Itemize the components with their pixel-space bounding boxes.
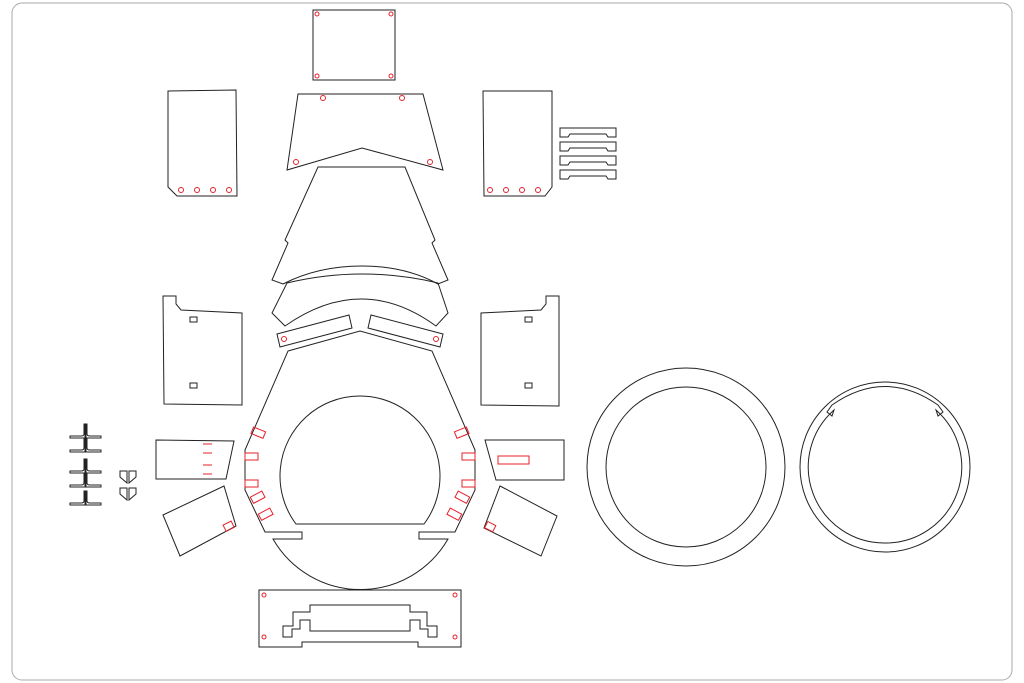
left-top-panel xyxy=(167,89,238,197)
hole xyxy=(261,592,267,598)
left-cheek-outline xyxy=(155,439,235,480)
shield-piece xyxy=(119,470,137,485)
hole xyxy=(452,592,458,598)
right-side-panel xyxy=(480,295,560,407)
hole xyxy=(519,187,525,193)
notched-ring xyxy=(799,381,971,553)
chin-plate-cutout xyxy=(282,604,438,638)
hole xyxy=(226,187,232,193)
right-bar-outline xyxy=(367,314,444,348)
slot-mark xyxy=(222,520,235,533)
bracket-piece xyxy=(85,458,102,474)
top-square-piece xyxy=(312,9,396,81)
bracket-piece xyxy=(85,437,102,453)
hole xyxy=(399,95,405,101)
hole xyxy=(388,11,394,17)
hole xyxy=(314,11,320,17)
slot-mark xyxy=(461,479,476,488)
hole xyxy=(261,634,267,640)
left-bar-outline xyxy=(276,314,353,348)
right-cheek-outline xyxy=(484,439,565,481)
hole xyxy=(178,187,184,193)
slot xyxy=(189,316,198,323)
left-jaw-outline xyxy=(162,485,237,557)
strip xyxy=(559,127,617,138)
strip xyxy=(559,169,617,180)
sheet-border xyxy=(11,2,1013,681)
small-shields xyxy=(119,470,137,502)
slot-mark xyxy=(257,507,274,522)
hole xyxy=(320,95,326,101)
bracket-piece xyxy=(69,423,86,439)
bracket-piece xyxy=(69,437,86,453)
hole xyxy=(293,159,299,165)
hole xyxy=(210,187,216,193)
slot xyxy=(189,382,198,389)
large-ring-inner xyxy=(605,386,767,548)
hole xyxy=(487,187,493,193)
large-ring-outer xyxy=(586,367,786,567)
strip xyxy=(559,141,617,152)
hole xyxy=(503,187,509,193)
slot xyxy=(524,316,533,323)
slot-mark xyxy=(244,479,259,488)
bracket-piece xyxy=(85,423,102,439)
right-side-panel-outline xyxy=(480,295,560,407)
hole xyxy=(427,159,433,165)
hole xyxy=(314,73,320,79)
chin-plate-outline xyxy=(258,589,462,648)
shield-piece xyxy=(119,487,137,502)
slot-mark xyxy=(446,507,463,522)
right-jaw-outline xyxy=(483,485,558,557)
face-opening xyxy=(279,395,441,525)
arch-piece xyxy=(271,273,449,327)
slot-mark xyxy=(453,426,470,439)
face-body-piece xyxy=(244,330,476,591)
right-jaw-piece xyxy=(483,485,558,557)
hole xyxy=(194,187,200,193)
face-body-outline xyxy=(244,330,476,591)
left-jaw-piece xyxy=(162,485,237,557)
top-square-outline xyxy=(312,9,396,81)
left-cheek-piece xyxy=(155,439,235,480)
bracket-piece xyxy=(69,472,86,488)
small-brackets xyxy=(69,423,102,506)
chin-plate-piece xyxy=(258,589,462,648)
right-cheek-piece xyxy=(484,439,565,481)
bracket-piece xyxy=(69,490,86,506)
slot-mark xyxy=(249,490,266,505)
visor-piece xyxy=(286,93,444,171)
slot-mark xyxy=(250,426,267,439)
bracket-piece xyxy=(85,490,102,506)
slot-mark xyxy=(244,452,259,461)
notched-ring-outer xyxy=(799,381,971,553)
slotted-strips xyxy=(559,127,617,180)
hole xyxy=(388,73,394,79)
hole xyxy=(452,634,458,640)
right-bar-piece xyxy=(367,314,444,348)
hole xyxy=(535,187,541,193)
bracket-piece xyxy=(69,458,86,474)
slot-mark xyxy=(461,452,476,461)
bracket-piece xyxy=(85,472,102,488)
slot-mark xyxy=(497,455,530,465)
left-top-panel-outline xyxy=(167,89,238,197)
hole xyxy=(433,336,439,342)
visor-outline xyxy=(286,93,444,171)
notched-ring-inner xyxy=(807,386,963,544)
slot xyxy=(524,382,533,389)
slot-mark xyxy=(454,490,471,505)
left-side-panel-outline xyxy=(162,295,243,406)
left-bar-piece xyxy=(276,314,353,348)
large-ring xyxy=(586,367,786,567)
right-top-panel xyxy=(482,90,553,197)
right-top-panel-outline xyxy=(482,90,553,197)
strip xyxy=(559,155,617,166)
slot-mark xyxy=(483,520,497,533)
hole xyxy=(281,336,287,342)
left-side-panel xyxy=(162,295,243,406)
